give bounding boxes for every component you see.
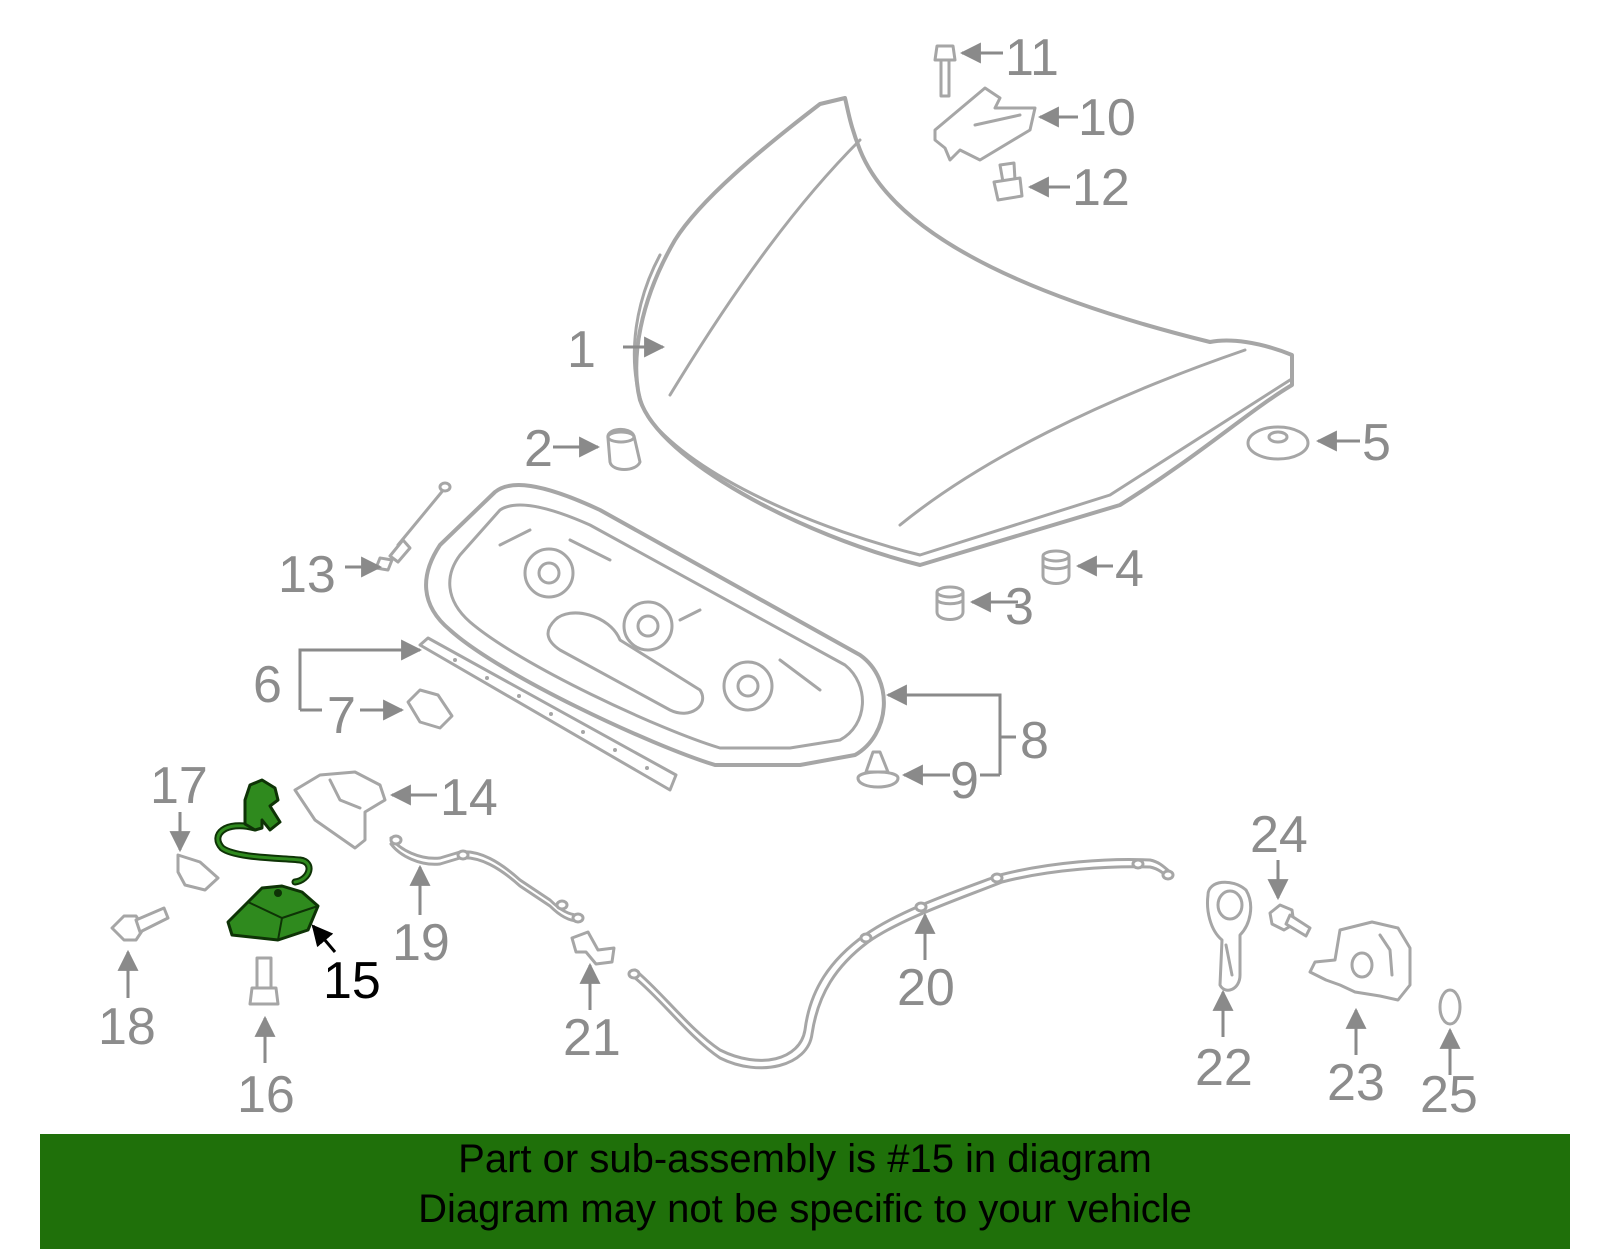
bolt-12 xyxy=(992,161,1024,202)
bolt-16 xyxy=(248,956,280,1006)
callout-17: 17 xyxy=(150,757,208,815)
hood-seal-5 xyxy=(1246,425,1310,461)
bolt-18 xyxy=(110,906,170,942)
callout-23: 23 xyxy=(1327,1054,1385,1112)
callout-2: 2 xyxy=(524,420,553,478)
hood-stay-13 xyxy=(374,481,452,572)
callout-5: 5 xyxy=(1362,414,1391,472)
callout-4: 4 xyxy=(1115,540,1144,598)
clip-4 xyxy=(1041,549,1071,585)
latch-bracket-14 xyxy=(293,770,387,850)
info-banner: Part or sub-assembly is #15 in diagram D… xyxy=(40,1134,1570,1249)
callout-10: 10 xyxy=(1078,89,1136,147)
banner-line-part: Part or sub-assembly is #15 in diagram xyxy=(458,1137,1152,1181)
callout-6: 6 xyxy=(253,656,282,714)
callout-9: 9 xyxy=(950,752,979,810)
hood-latch-23 xyxy=(1308,920,1412,1002)
callout-8: 8 xyxy=(1020,712,1049,770)
bracket-17 xyxy=(176,853,220,892)
hood-latch-15 xyxy=(214,778,320,942)
callout-1: 1 xyxy=(567,321,596,379)
weatherstrip-6 xyxy=(418,636,678,792)
callout-14: 14 xyxy=(440,769,498,827)
callout-18: 18 xyxy=(98,998,156,1056)
o-ring-25 xyxy=(1438,988,1462,1026)
bolt-11 xyxy=(933,44,957,98)
clip-3 xyxy=(935,585,965,621)
callout-labels: 1 2 3 4 5 6 7 8 9 10 11 12 13 14 15 16 1… xyxy=(98,29,1478,1124)
clip-9 xyxy=(856,750,900,789)
callout-13: 13 xyxy=(278,546,336,604)
callout-21: 21 xyxy=(563,1009,621,1067)
hood-panel xyxy=(632,96,1294,567)
clip-7 xyxy=(406,688,454,730)
callout-20: 20 xyxy=(897,959,955,1017)
clip-21 xyxy=(570,930,616,966)
release-cable-20 xyxy=(627,858,1175,1070)
hinge-bracket-10 xyxy=(933,86,1037,162)
callout-25: 25 xyxy=(1420,1066,1478,1124)
callout-19: 19 xyxy=(392,914,450,972)
banner-line-disclaimer: Diagram may not be specific to your vehi… xyxy=(418,1187,1192,1231)
callout-16: 16 xyxy=(237,1066,295,1124)
callout-7: 7 xyxy=(327,687,356,745)
release-handle-22 xyxy=(1206,880,1253,992)
bolt-24 xyxy=(1268,903,1312,938)
callout-3: 3 xyxy=(1005,578,1034,636)
callout-24: 24 xyxy=(1250,806,1308,864)
callout-15: 15 xyxy=(323,952,381,1010)
hood-insulator-8 xyxy=(424,483,886,767)
leader-lines xyxy=(117,42,1461,1075)
release-cable-19 xyxy=(389,834,585,924)
callout-12: 12 xyxy=(1072,159,1130,217)
callout-22: 22 xyxy=(1195,1039,1253,1097)
callout-11: 11 xyxy=(1005,29,1059,87)
hood-bumper-2 xyxy=(606,428,642,471)
